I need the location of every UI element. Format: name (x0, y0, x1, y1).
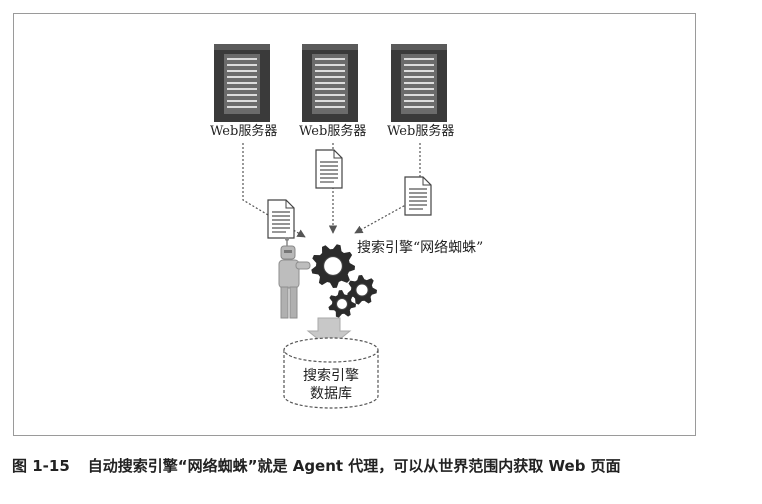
figure-caption: 图 1-15 自动搜索引擎“网络蜘蛛”就是 Agent 代理，可以从世界范围内获取… (12, 455, 621, 476)
gear-right-icon-hub (355, 283, 369, 297)
database-label-line2: 数据库 (310, 386, 352, 402)
document-icon-left (267, 199, 295, 239)
server-icon-1 (213, 43, 271, 123)
document-icon-right (404, 176, 432, 216)
gear-small-icon-hub (336, 298, 348, 310)
server-label-1: Web服务器 (210, 124, 278, 139)
figure-number: 图 1-15 (12, 457, 70, 475)
gears-icon (311, 244, 377, 318)
server-icon-2 (301, 43, 359, 123)
caption-text: 自动搜索引擎“网络蜘蛛”就是 Agent 代理，可以从世界范围内获取 Web 页… (87, 457, 621, 475)
document-icon-middle (315, 149, 343, 189)
server-icon-3 (390, 43, 448, 123)
database-label-line1: 搜索引擎 (303, 368, 359, 384)
robot-icon (278, 237, 311, 319)
server-label-3: Web服务器 (387, 124, 455, 139)
gear-large-icon-hub (323, 256, 343, 276)
spider-label: 搜索引擎“网络蜘蛛” (357, 240, 484, 256)
database-icon (283, 337, 379, 409)
server-label-2: Web服务器 (299, 124, 367, 139)
database-label: 搜索引擎 数据库 (281, 367, 381, 403)
